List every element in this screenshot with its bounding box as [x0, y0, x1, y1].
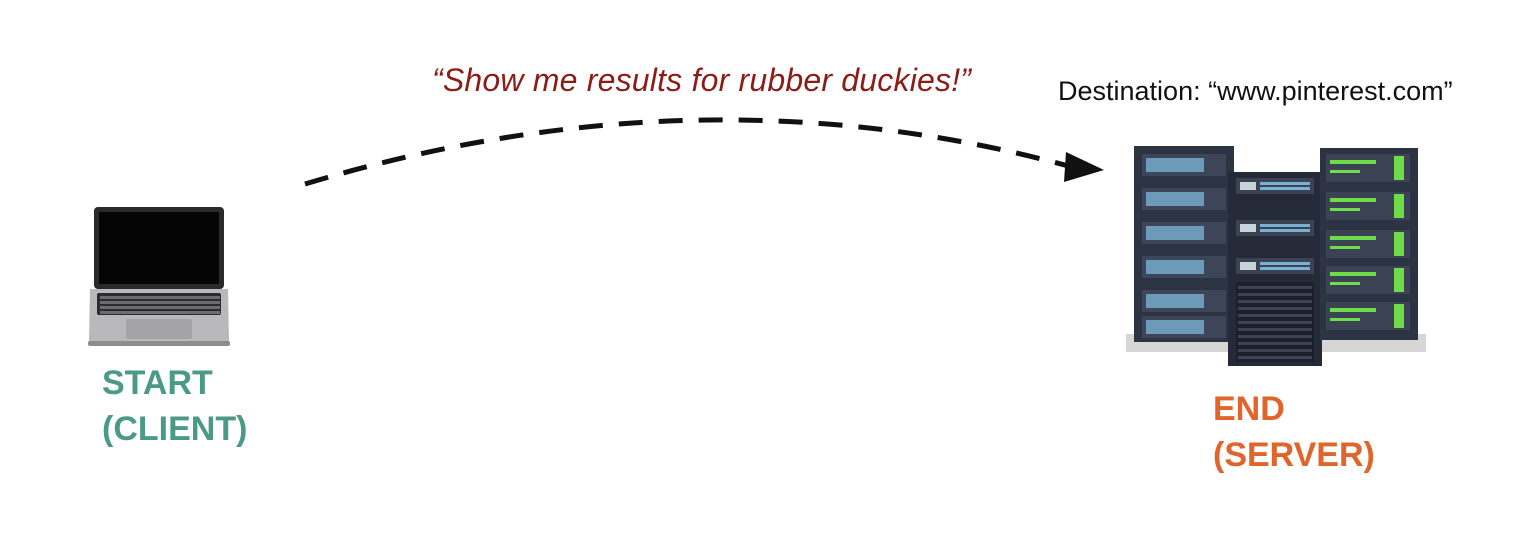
- end-server-label: END (SERVER): [1213, 386, 1375, 478]
- request-message: “Show me results for rubber duckies!”: [432, 62, 972, 98]
- start-client-label: START (CLIENT): [102, 360, 247, 452]
- server-rack-icon: [1126, 146, 1426, 366]
- request-arrow-path: [304, 117, 1073, 187]
- laptop-icon: [88, 207, 230, 346]
- arrow-head-icon: [1064, 152, 1104, 182]
- destination-label: Destination: “www.pinterest.com”: [1058, 76, 1453, 106]
- start-label-line2: (CLIENT): [102, 410, 248, 448]
- end-label-line2: (SERVER): [1213, 436, 1375, 474]
- end-label-line1: END: [1213, 390, 1285, 428]
- start-label-line1: START: [102, 364, 213, 402]
